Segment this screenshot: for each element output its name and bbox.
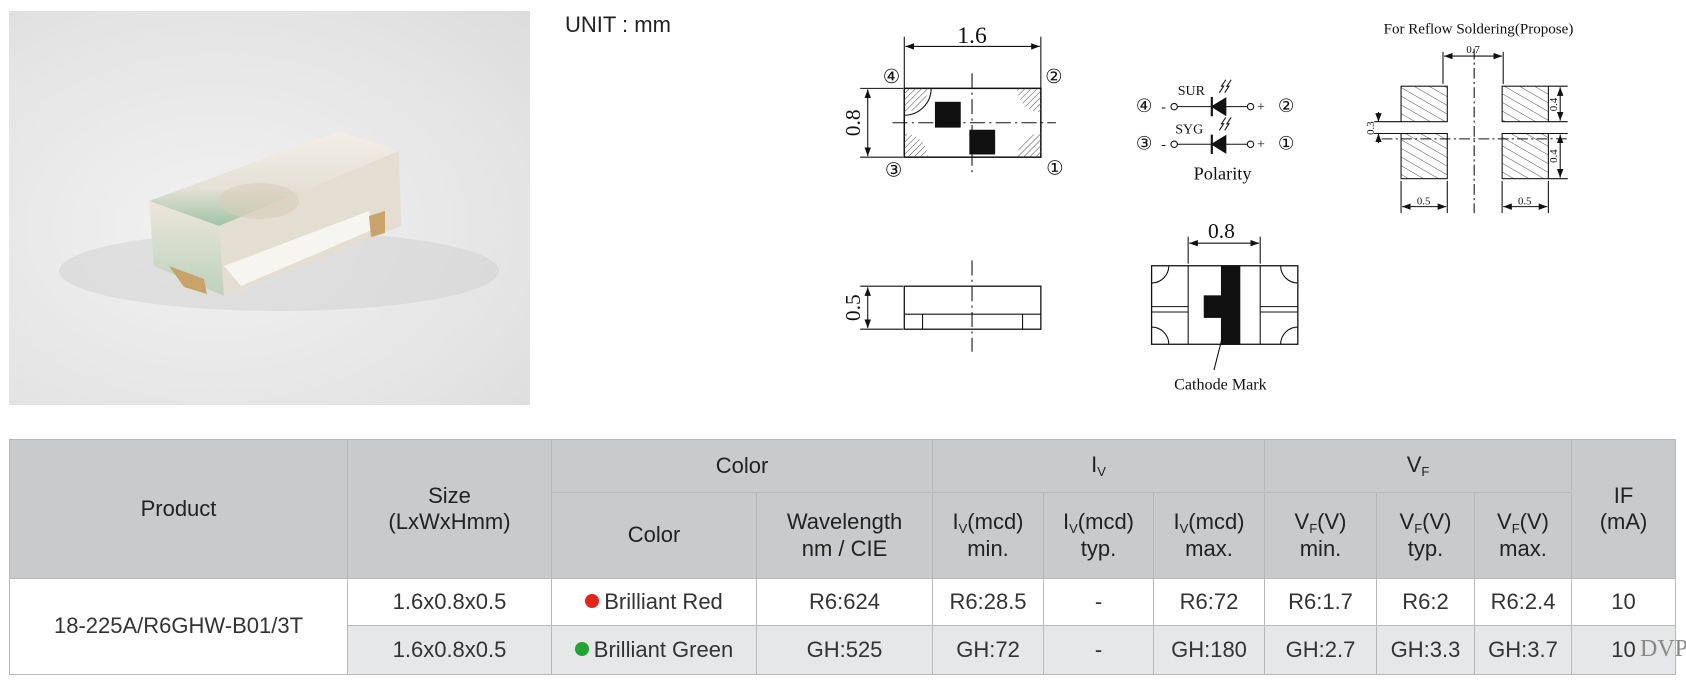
iv-max-cell: GH:180 [1153,625,1266,675]
top-view-drawing: 1.6 0.8 ④ ② ③ ① [841,23,1063,181]
if-cell: 10 [1571,625,1677,675]
minus-sign: - [1161,100,1166,115]
pin-2-label: ② [1045,67,1062,88]
wavelength-unit: nm / CIE [801,535,888,561]
color-cell: Brilliant Green [551,625,757,675]
unit-label: UNIT : mm [565,12,671,37]
iv-typ-cell: - [1043,578,1155,626]
vf-min-cell: GH:2.7 [1264,625,1378,675]
size-label: Size [428,482,471,508]
pin-4-label: ④ [883,67,900,88]
pad-width-dimension: 0.5 [1518,195,1531,207]
wavelength-label: Wavelength [786,509,903,535]
header-color: Color [551,492,757,579]
header-product: Product [9,439,348,579]
vf-typ-cell: GH:3.3 [1376,625,1476,675]
header-color-group: Color [550,439,934,493]
side-view-drawing: 0.5 [841,260,1042,352]
vf-label: V [1406,452,1422,478]
pad-width-dimension: 0.5 [1417,195,1430,207]
polarity-pin-3: ③ [1136,134,1152,154]
polarity-title: Polarity [1194,164,1253,184]
header-iv-typ: IV(mcd)typ. [1043,492,1155,579]
header-iv-group: IV [932,439,1266,493]
table-row: 18-225A/R6GHW-B01/3T 1.6x0.8x0.5 Brillia… [9,578,1677,675]
wavelength-cell: GH:525 [755,625,934,675]
header-vf-group: VF [1264,439,1573,493]
chip-sur-label: SUR [1178,84,1206,99]
red-dot-icon [585,593,600,608]
chip-syg-label: SYG [1175,123,1203,138]
pad-height-dimension: 0.4 [1548,97,1560,111]
plus-sign: + [1257,138,1265,153]
vf-max-cell: R6:2.4 [1474,578,1573,626]
vf-sub: F [1421,464,1430,480]
size-cell: 1.6x0.8x0.5 [347,578,552,626]
header-size: Size(LxWxHmm) [347,439,552,579]
product-photo [9,11,530,405]
vf-max-cell: GH:3.7 [1474,625,1573,675]
vf-typ-cell: R6:2 [1376,578,1476,626]
color-cell: Brilliant Red [551,578,757,626]
minus-sign: - [1161,138,1166,153]
iv-min-cell: R6:28.5 [932,578,1045,626]
plus-sign: + [1257,100,1265,115]
table-row: 1.6x0.8x0.5 Brilliant Green GH:525 GH:72… [10,625,1677,675]
watermark: DVP [1640,636,1686,662]
reflow-title: For Reflow Soldering(Propose) [1384,22,1574,38]
iv-typ-cell: - [1043,625,1155,675]
polarity-pin-1: ① [1278,134,1294,154]
spec-table: Product Size(LxWxHmm) Color IV VF IF(mA)… [9,439,1677,675]
iv-label: I [1091,452,1098,478]
iv-sub: V [1097,464,1106,480]
vf-min-cell: R6:1.7 [1264,578,1378,626]
pad-spacing-dimension: 0.3 [1365,121,1377,134]
polarity-diagram: ④ - + ② SUR ③ - + ① SYG Polarity [1136,79,1294,184]
green-dot-icon [574,641,589,656]
header-vf-typ: VF(V)typ. [1376,492,1476,579]
product-cell: 18-225A/R6GHW-B01/3T [9,578,348,675]
bottom-view-drawing: 0.8 Cathode Mark [1150,219,1299,393]
polarity-pin-2: ② [1278,96,1294,116]
header-vf-min: VF(V)min. [1264,492,1378,579]
size-cell: 1.6x0.8x0.5 [347,625,552,675]
bottom-width-dimension: 0.8 [1208,219,1235,243]
height-dimension: 0.5 [841,294,865,321]
pad-height-dimension: 0.4 [1548,149,1560,163]
pad-gap-dimension: 0.7 [1466,44,1480,56]
polarity-pin-4: ④ [1136,96,1152,116]
header-iv-min: IV(mcd)min. [932,492,1045,579]
if-cell: 10 [1571,578,1677,626]
size-unit: (LxWxHmm) [388,509,511,534]
reflow-pad-layout: For Reflow Soldering(Propose) 0.7 0.4 0.… [1365,22,1573,214]
if-label: IF [1613,482,1634,508]
pin-3-label: ③ [885,161,902,182]
cathode-mark-label: Cathode Mark [1174,376,1268,393]
wavelength-cell: R6:624 [755,578,934,626]
header-if: IF(mA) [1571,439,1677,579]
led-chip-image [59,131,499,311]
if-unit: (mA) [1599,509,1648,534]
iv-min-cell: GH:72 [932,625,1045,675]
header-vf-max: VF(V)max. [1474,492,1573,579]
iv-max-cell: R6:72 [1153,578,1266,626]
pin-1-label: ① [1046,158,1063,179]
length-dimension: 1.6 [957,23,987,49]
header-iv-max: IV(mcd)max. [1153,492,1266,579]
width-dimension: 0.8 [841,109,865,136]
